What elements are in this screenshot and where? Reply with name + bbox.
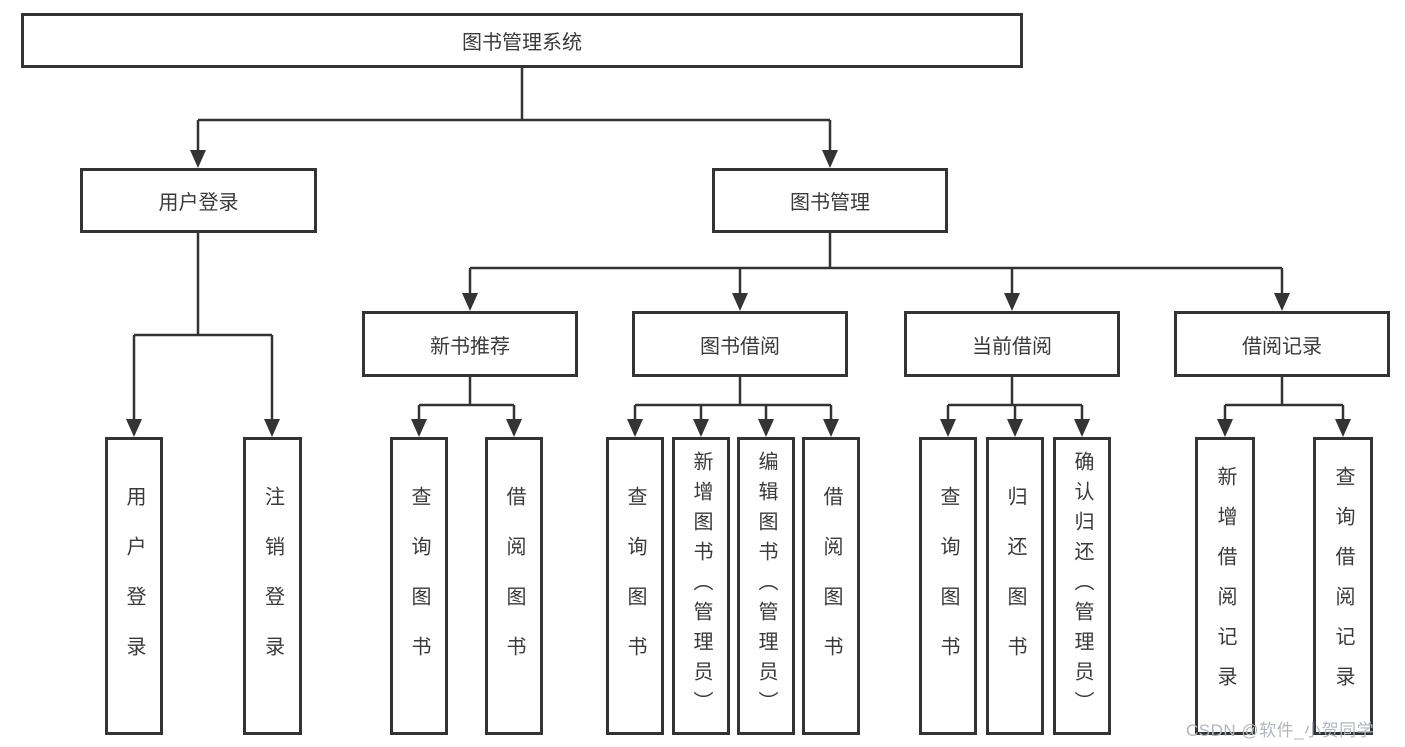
leaf-label: 借阅图书 <box>503 486 525 686</box>
leaf-label: 用户登录 <box>123 486 145 686</box>
node-book-management-label: 图书管理 <box>790 192 870 214</box>
arrowhead-icon <box>126 419 142 437</box>
leaf-label: 借阅图书 <box>820 486 842 686</box>
group-borrow-records: 借阅记录 <box>1174 311 1390 377</box>
leaf-borrow-books: 借阅图书 <box>802 437 860 735</box>
arrowhead-icon <box>627 419 643 437</box>
node-root-label: 图书管理系统 <box>462 32 582 54</box>
leaf-label: 查询图书 <box>408 486 430 686</box>
leaf-borrow-books-recommend: 借阅图书 <box>485 437 543 735</box>
leaf-user-login: 用户登录 <box>105 437 163 735</box>
arrowhead-icon <box>1074 419 1090 437</box>
group-book-borrow: 图书借阅 <box>632 311 848 377</box>
arrowhead-icon <box>462 293 478 311</box>
arrowhead-icon <box>1335 419 1351 437</box>
node-user-login-label: 用户登录 <box>158 192 239 214</box>
arrowhead-icon <box>1274 293 1290 311</box>
group-label: 借阅记录 <box>1242 335 1322 358</box>
group-label: 当前借阅 <box>972 335 1052 358</box>
leaf-query-books-current: 查询图书 <box>919 437 977 735</box>
arrowhead-icon <box>693 419 709 437</box>
arrowhead-icon <box>411 419 427 437</box>
arrowhead-icon <box>823 419 839 437</box>
arrowhead-icon <box>732 293 748 311</box>
arrowhead-icon <box>940 419 956 437</box>
leaf-logout: 注销登录 <box>243 437 302 735</box>
group-current-borrow: 当前借阅 <box>904 311 1120 377</box>
leaf-label: 查询图书 <box>937 486 959 686</box>
leaf-confirm-return-admin: 确认归还（管理员） <box>1053 437 1111 735</box>
arrowhead-icon <box>1004 293 1020 311</box>
node-book-management: 图书管理 <box>712 168 948 233</box>
leaf-add-books-admin: 新增图书（管理员） <box>672 437 730 735</box>
leaf-label: 归还图书 <box>1004 486 1026 686</box>
group-label: 图书借阅 <box>700 335 780 358</box>
leaf-label: 新增借阅记录 <box>1214 466 1236 706</box>
leaf-query-books-recommend: 查询图书 <box>390 437 448 735</box>
leaf-query-books-borrow: 查询图书 <box>606 437 664 735</box>
node-user-login: 用户登录 <box>80 168 317 233</box>
node-root: 图书管理系统 <box>21 13 1023 68</box>
arrowhead-icon <box>822 150 838 168</box>
arrowhead-icon <box>506 419 522 437</box>
leaf-edit-books-admin: 编辑图书（管理员） <box>737 437 795 735</box>
arrowhead-icon <box>1007 419 1023 437</box>
leaf-add-borrow-record: 新增借阅记录 <box>1195 437 1255 735</box>
arrowhead-icon <box>264 419 280 437</box>
group-label: 新书推荐 <box>430 335 510 358</box>
arrowhead-icon <box>1217 419 1233 437</box>
arrowhead-icon <box>758 419 774 437</box>
leaf-query-borrow-record: 查询借阅记录 <box>1313 437 1373 735</box>
group-new-book-recommend: 新书推荐 <box>362 311 578 377</box>
leaf-label: 新增图书（管理员） <box>690 451 712 721</box>
leaf-label: 查询图书 <box>624 486 646 686</box>
leaf-label: 查询借阅记录 <box>1332 466 1354 706</box>
leaf-label: 确认归还（管理员） <box>1071 451 1093 721</box>
leaf-return-books: 归还图书 <box>986 437 1044 735</box>
leaf-label: 注销登录 <box>261 486 284 686</box>
watermark: CSDN @软件_小贺同学 <box>1186 721 1375 740</box>
arrowhead-icon <box>190 150 206 168</box>
leaf-label: 编辑图书（管理员） <box>755 451 777 721</box>
